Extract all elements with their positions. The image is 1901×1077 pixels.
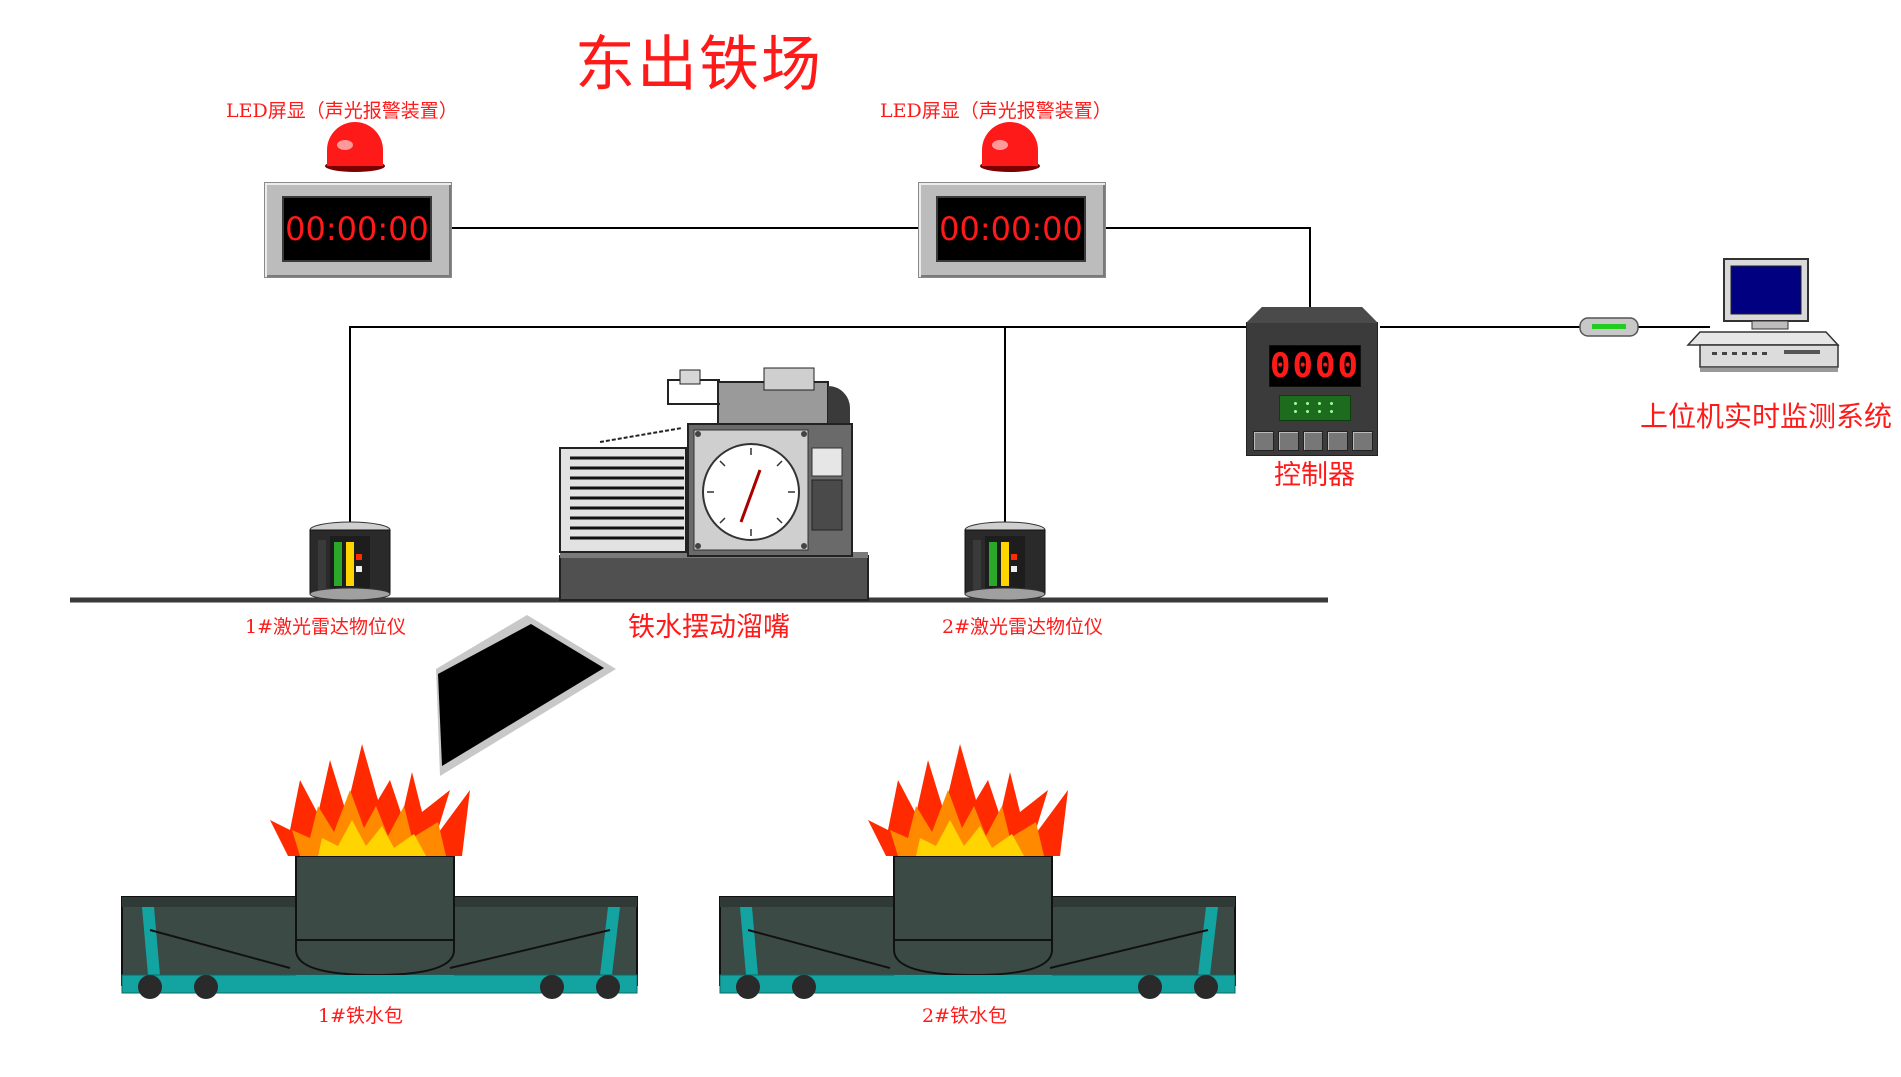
computer-icon [1686,258,1840,372]
wire-radar1-controller [349,326,1250,530]
controller-key [1277,431,1299,451]
led-display-2-time: 00:00:00 [939,210,1083,248]
ladle-car-1 [121,744,638,999]
ladle-car-2 [719,744,1236,999]
page-title: 东出铁场 [575,30,823,100]
swing-nozzle-machine [559,367,869,601]
ladle-1-label: 1#铁水包 [318,1005,404,1027]
laser-radar-1-icon [309,521,391,601]
controller-keys [1253,431,1373,451]
controller-key [1352,431,1373,451]
controller-key [1253,431,1274,451]
controller-indicator-panel [1279,395,1351,421]
controller-key [1302,431,1324,451]
network-switch-icon [1579,317,1639,337]
controller-device: 0000 [1246,307,1378,456]
led-display-1-label: LED屏显（声光报警装置） [226,100,458,122]
radar-2-label: 2#激光雷达物位仪 [942,616,1104,638]
controller-label: 控制器 [1274,460,1355,491]
nozzle-label: 铁水摆动溜嘴 [628,612,790,643]
controller-display: 0000 [1269,345,1361,387]
nozzle-chute-icon [436,615,616,776]
led-display-2: 00:00:00 [918,182,1106,278]
controller-top [1246,307,1378,323]
led-display-2-label: LED屏显（声光报警装置） [880,100,1112,122]
led-display-1: 00:00:00 [264,182,452,278]
host-system-label: 上位机实时监测系统 [1640,400,1893,433]
laser-radar-2-icon [964,521,1046,601]
siren-icon [980,122,1040,172]
led-display-1-screen: 00:00:00 [282,196,432,262]
controller-key [1327,431,1349,451]
radar-1-label: 1#激光雷达物位仪 [245,616,407,638]
ladle-2-label: 2#铁水包 [922,1005,1008,1027]
led-display-2-screen: 00:00:00 [936,196,1086,262]
siren-icon [325,122,385,172]
wire-led2-controller [1106,227,1311,310]
wiring [349,227,1710,530]
led-display-1-time: 00:00:00 [285,210,429,248]
